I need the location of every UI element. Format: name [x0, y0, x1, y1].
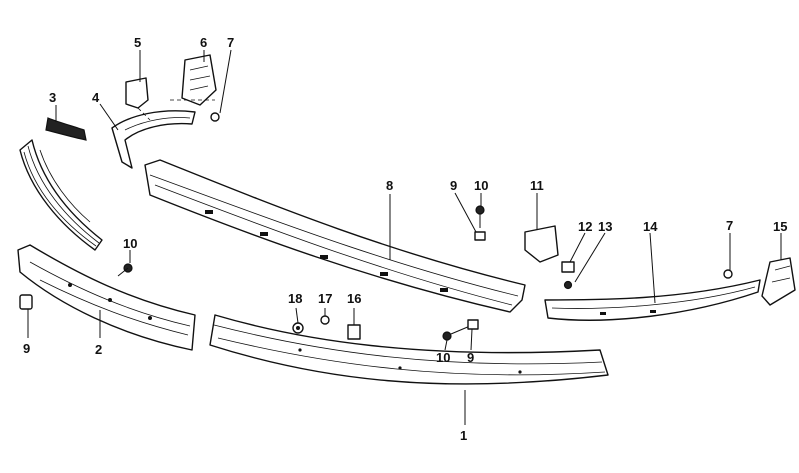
callout-2: 2	[95, 342, 102, 357]
callout-10-bottom: 10	[436, 350, 450, 365]
part-10-screw-left	[117, 263, 133, 277]
leader-lines	[27, 49, 782, 425]
part-4-corner-bracket	[111, 110, 196, 169]
callout-10-top: 10	[474, 178, 488, 193]
callout-3: 3	[49, 90, 56, 105]
part-13-screw	[563, 280, 573, 290]
part-9-clip-center-bottom	[467, 319, 479, 330]
callout-7-right: 7	[726, 218, 733, 233]
callout-17: 17	[318, 291, 332, 306]
part-10-screw-center-bottom	[442, 325, 471, 341]
callout-1: 1	[460, 428, 467, 443]
part-18-washer	[292, 322, 304, 334]
part-15-end-cap	[761, 257, 796, 306]
callout-15: 15	[773, 219, 787, 234]
callout-13: 13	[598, 219, 612, 234]
callout-9-top: 9	[450, 178, 457, 193]
part-9-clip-center-top	[474, 231, 486, 241]
part-7-nut-right	[723, 269, 733, 279]
callout-8: 8	[386, 178, 393, 193]
part-11-bracket	[524, 225, 559, 263]
callout-11: 11	[530, 178, 544, 193]
callout-9-left: 9	[23, 341, 30, 356]
callout-5: 5	[134, 35, 141, 50]
part-9-clip-left	[19, 294, 33, 310]
part-5-bracket	[125, 77, 151, 121]
callout-10-left: 10	[123, 236, 137, 251]
part-2-lower-trim	[17, 244, 196, 351]
callout-6: 6	[200, 35, 207, 50]
part-10-screw-center-top	[475, 205, 485, 228]
callout-16: 16	[347, 291, 361, 306]
part-1-main-bumper	[209, 314, 609, 385]
callout-12: 12	[578, 219, 592, 234]
part-14-right-corner-trim	[544, 279, 761, 321]
callout-7-top: 7	[227, 35, 234, 50]
part-16-clip	[347, 324, 361, 340]
part-6-mounting-bracket	[170, 54, 217, 106]
callout-14: 14	[643, 219, 658, 234]
part-12-clip	[561, 261, 575, 273]
callout-18: 18	[288, 291, 302, 306]
part-3-trim-strip	[19, 117, 103, 251]
callout-4: 4	[92, 90, 100, 105]
part-7-nut-top	[210, 112, 220, 122]
callout-9-bottom: 9	[467, 350, 474, 365]
callout-labels: 1 2 3 4 5 6 7 7 8 9 9 9 10 10 10 11 12 1…	[23, 35, 787, 443]
part-8-reinforcement-bar	[144, 159, 526, 313]
part-17-nut	[320, 315, 330, 325]
